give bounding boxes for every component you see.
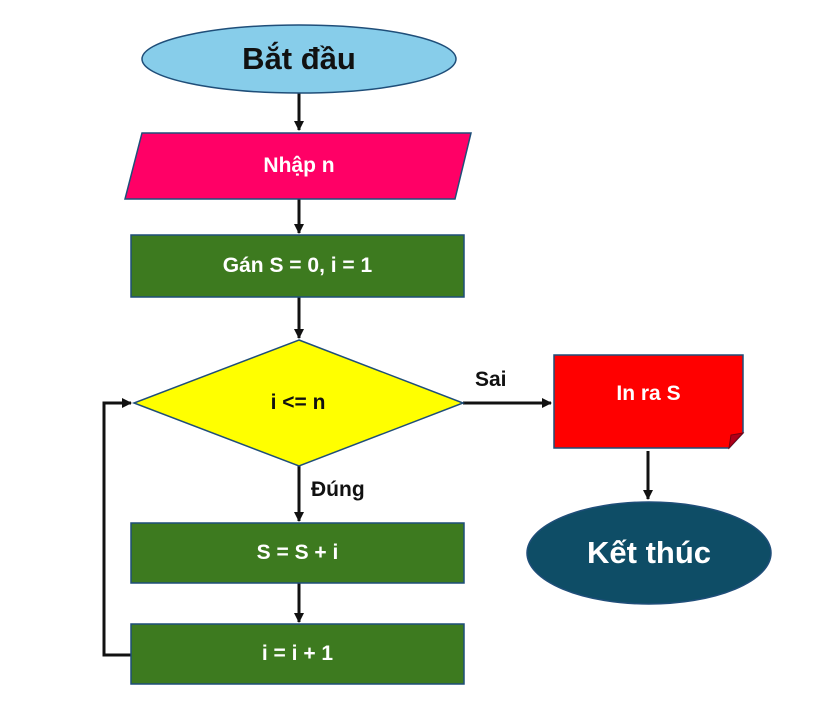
end-node-shape [526,501,772,605]
condition-node-shape [131,339,466,467]
output-node-label: In ra S [616,382,681,405]
start-node-shape [141,24,457,94]
sum-node-label: S = S + i [256,541,339,564]
assign-node-label: Gán S = 0, i = 1 [222,254,373,277]
end-node-label: Kết thúc [587,535,711,570]
output-node-fold [728,432,745,450]
increment-node-label: i = i + 1 [261,642,334,665]
edge-label-yes: Đúng [311,478,365,501]
edge-loop-back [102,398,132,657]
increment-node-shape [130,623,465,685]
condition-node-label: i <= n [270,391,326,414]
input-node-label: Nhập n [263,154,335,177]
sum-node-shape [130,522,465,584]
assign-node-shape [130,234,465,298]
input-node-shape [124,132,472,200]
start-node-label: Bắt đầu [242,41,356,76]
edge-label-no: Sai [475,368,507,391]
